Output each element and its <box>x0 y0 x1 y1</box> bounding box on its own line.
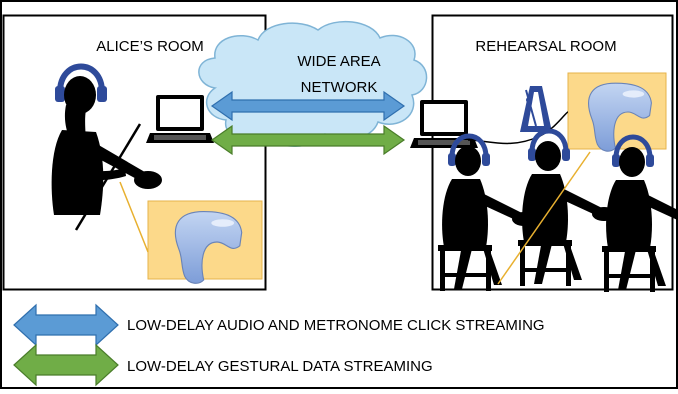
alice-sensor-link <box>119 181 149 253</box>
legend-audio-arrow-icon <box>13 303 119 347</box>
alice-laptop-icon <box>146 95 214 143</box>
alice-room-title: ALICE’S ROOM <box>96 38 204 55</box>
gesture-stream-arrow <box>210 124 406 156</box>
network-label-line2: NETWORK <box>301 79 378 96</box>
legend-audio-label: LOW-DELAY AUDIO AND METRONOME CLICK STRE… <box>127 317 545 334</box>
rehearsal-laptop-icon <box>410 100 478 148</box>
legend-gesture-label: LOW-DELAY GESTURAL DATA STREAMING <box>127 358 433 375</box>
rehearsal-sensor-link <box>497 151 591 285</box>
audio-stream-arrow <box>210 90 406 122</box>
network-label-line1: WIDE AREA <box>297 53 380 70</box>
rehearsal-room-title: REHEARSAL ROOM <box>475 38 616 55</box>
metronome-icon <box>520 86 552 132</box>
legend-gesture-arrow-icon <box>13 343 119 387</box>
